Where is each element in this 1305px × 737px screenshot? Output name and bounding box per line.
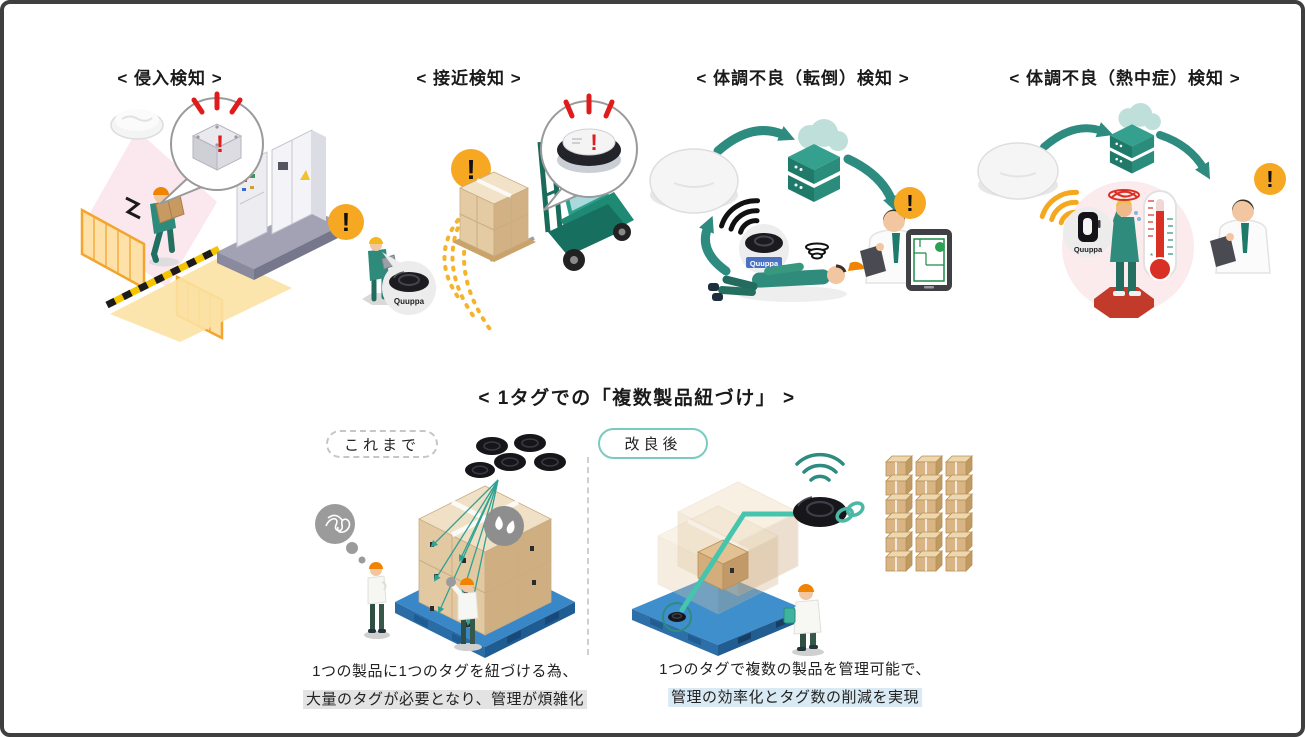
tangled-scribble (325, 514, 351, 534)
dizzy-icon (805, 242, 829, 260)
helmet-icon (798, 584, 814, 592)
intrusion-illustration: ! (80, 91, 344, 342)
necktie (892, 233, 900, 263)
supervisor-figure (1210, 199, 1271, 274)
hazard-stripe (105, 245, 221, 309)
box-wall (885, 455, 973, 572)
svg-text:!: ! (906, 190, 914, 216)
bottom-section-title: < 1タグでの「複数製品紐づけ」 > (478, 388, 796, 409)
helmet-icon (460, 578, 474, 585)
alarm-box-device-icon: ! (191, 123, 243, 171)
necktie (1241, 223, 1249, 253)
panel-title-heatstroke: < 体調不良（熱中症）検知 > (1009, 69, 1241, 88)
tagging-worker-figure (446, 577, 482, 651)
fallen-worker-figure (708, 242, 865, 302)
wifi-signal-icon (795, 452, 845, 482)
exclamation-icon: ! (216, 131, 224, 158)
scanning-worker-figure (783, 584, 824, 656)
before-caption-line2: 大量のタグが必要となり、管理が煩雑化 (303, 686, 587, 714)
warning-badge-icon: ! (1254, 163, 1286, 195)
snowflake-icon: * (1150, 252, 1153, 261)
pallet (632, 573, 804, 656)
svg-text:!: ! (342, 207, 351, 237)
panel-title-fall: < 体調不良（転倒）検知 > (696, 69, 910, 88)
cycle-arrows (699, 126, 899, 276)
panel-title-approach: < 接近検知 > (416, 69, 522, 88)
heatstroke-illustration: Quuppa (977, 103, 1286, 318)
helmet-icon (848, 261, 865, 271)
disc-tags-cluster-icon (465, 434, 566, 478)
alarm-speech-bubble: ! (159, 91, 264, 205)
exclamation-icon: ! (590, 130, 597, 155)
quuppa-tag-bubble: Quuppa (739, 224, 789, 274)
warning-badge-icon: ! (894, 187, 926, 219)
quuppa-disc-tag-icon (389, 271, 429, 292)
tag-brand-label: Quuppa (1074, 245, 1103, 254)
handheld-tablet-icon (783, 607, 796, 624)
quuppa-tag-bubble: Quuppa (1063, 207, 1113, 257)
alarm-speech-bubble: ! (540, 93, 638, 211)
shock-zigzag-icon (125, 196, 141, 220)
pill-before: これまで (326, 430, 438, 458)
quuppa-tag-bubble: Quuppa (382, 252, 436, 315)
pill-after: 改良後 (598, 428, 708, 459)
cargo-boxes (452, 171, 536, 262)
ghost-box-stack (657, 481, 799, 615)
chain-link-icon (835, 501, 865, 523)
tag-brand-label: Quuppa (750, 259, 779, 268)
handheld-tablet-icon (1210, 235, 1236, 267)
after-caption-line2: 管理の効率化とタグ数の削減を実現 (659, 684, 931, 712)
after-illustration (632, 452, 973, 656)
section-divider (587, 457, 589, 655)
location-marker-icon (935, 242, 945, 252)
pallet-tag-icon (662, 602, 692, 632)
cycle-arrows (1040, 122, 1211, 180)
tag-brand-label: Quuppa (394, 297, 425, 306)
alarm-disc-device-icon: ! (557, 128, 621, 173)
floor-path (110, 256, 292, 342)
helmet-icon (153, 187, 169, 195)
svg-text:!: ! (466, 154, 475, 185)
warning-badge-icon: ! (328, 204, 364, 240)
tag-link-lines (430, 479, 499, 626)
svg-text:!: ! (1266, 166, 1274, 192)
before-caption: 1つの製品に1つのタグを紐づける為、 大量のタグが必要となり、管理が煩雑化 (303, 658, 587, 714)
server-cloud-icon (1109, 103, 1161, 174)
dome-locator-icon (977, 142, 1059, 200)
map-tablet-icon (906, 229, 952, 291)
panel-title-intrusion: < 侵入検知 > (117, 69, 223, 88)
before-caption-line1: 1つの製品に1つのタグを紐づける為、 (312, 663, 578, 680)
sweat-icon (484, 506, 524, 546)
dome-locator-icon (649, 148, 739, 214)
thermometer-icon: * (1143, 190, 1177, 281)
fall-illustration: Quuppa (649, 119, 952, 302)
after-caption-line1: 1つのタグで複数の製品を管理可能で、 (659, 661, 931, 678)
dizzy-spiral-icon (1108, 189, 1140, 201)
helmet-icon (369, 562, 383, 569)
solid-box (697, 539, 749, 591)
thinking-worker-figure (364, 562, 390, 639)
tag-link-line (679, 511, 799, 613)
intruder-figure (149, 187, 185, 267)
helmet-icon (369, 237, 383, 244)
after-caption: 1つのタグで複数の製品を管理可能で、 管理の効率化とタグ数の削減を実現 (659, 656, 931, 712)
quuppa-disc-tag-icon (745, 233, 783, 253)
server-cloud-icon (788, 119, 848, 202)
cloud-locator-icon (110, 109, 164, 140)
thought-bubble-icon (315, 504, 366, 564)
approach-illustration: ! ! Quuppa (328, 93, 638, 334)
alert-rays-icon (563, 93, 615, 119)
quuppa-disc-tag-icon (793, 496, 847, 527)
wifi-signal-icon (719, 198, 761, 235)
alert-rays-icon (191, 91, 243, 115)
quuppa-badge-tag-icon (1078, 212, 1101, 242)
handheld-tablet-icon (860, 245, 886, 277)
dizzy-worker-figure (1094, 189, 1154, 318)
before-illustration (315, 434, 575, 658)
